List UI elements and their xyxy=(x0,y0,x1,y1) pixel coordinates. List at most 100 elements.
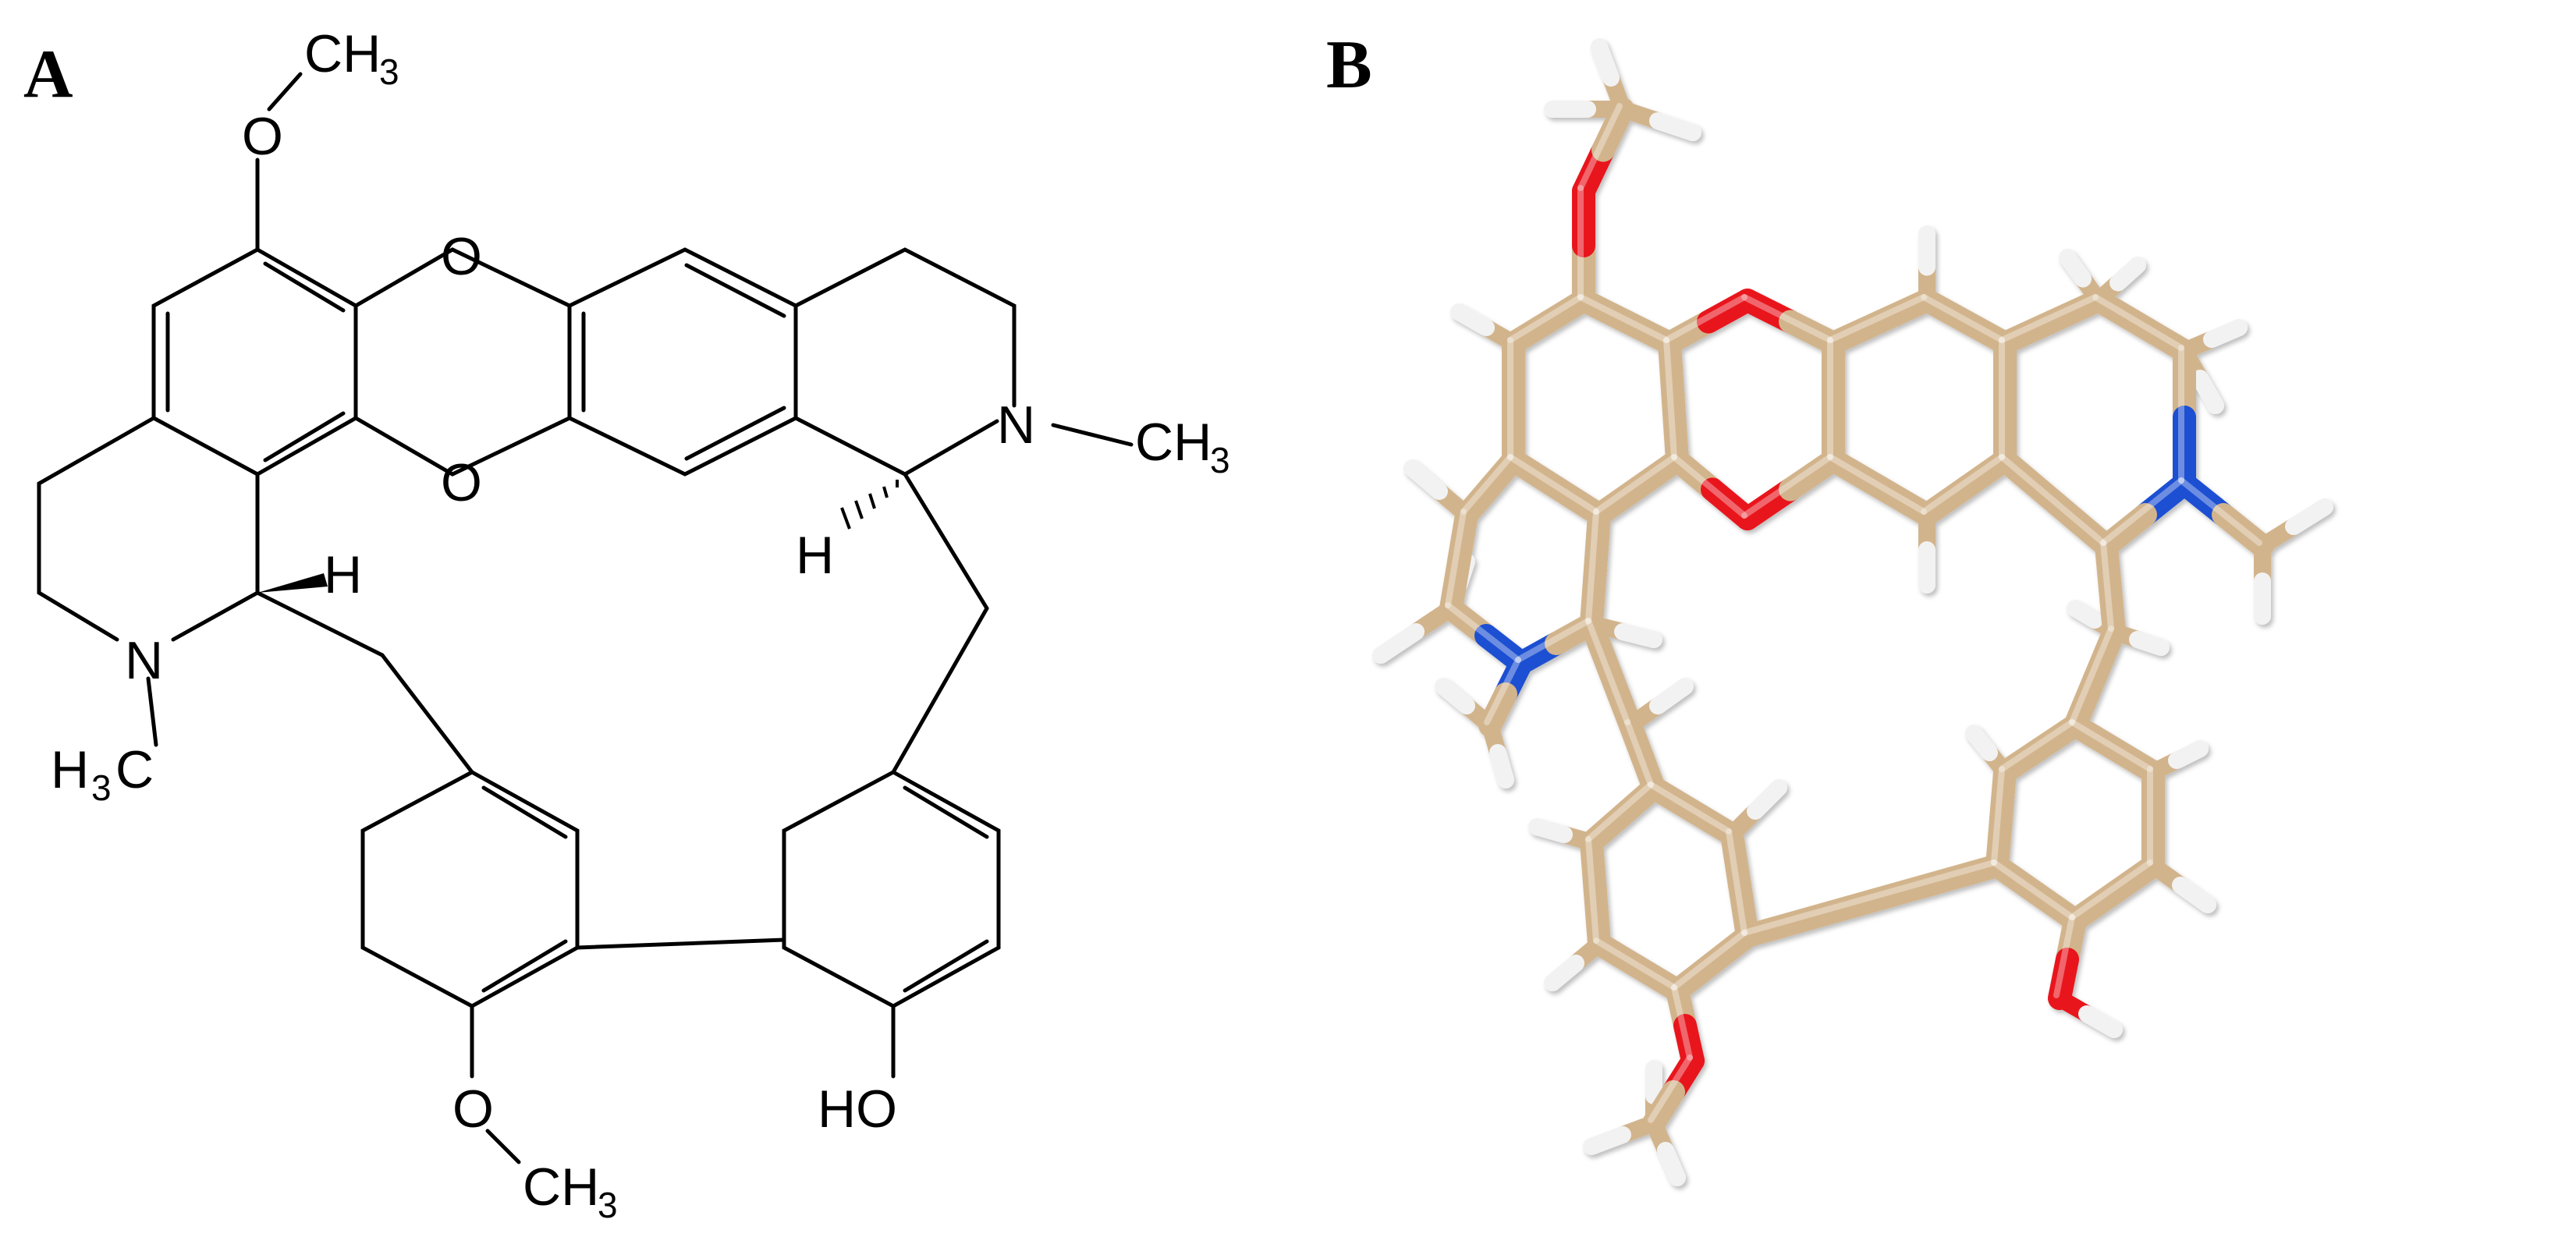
methyl-right-ch: CH xyxy=(1135,413,1212,472)
hydrogen-bond-stick xyxy=(1583,1126,1631,1155)
bond-highlight xyxy=(1648,781,1732,835)
bond-highlight xyxy=(1741,859,1997,936)
structural-formula-a: O CH 3 O O N CH 3 H H N H 3 C O CH 3 HO xyxy=(37,24,1230,1225)
bond-highlight xyxy=(1726,828,1747,936)
methoxy-top-sub: 3 xyxy=(379,51,399,92)
bond-highlight xyxy=(2100,540,2114,632)
bond-highlight xyxy=(1585,781,1654,842)
hydrogen-bond-stick xyxy=(1544,955,1584,991)
hydroxyl-label: HO xyxy=(818,1079,897,1139)
bond-highlight xyxy=(1921,294,2005,343)
hydrogen-bond-stick xyxy=(1450,303,1495,336)
methoxy-bottom-ch: CH xyxy=(523,1157,599,1217)
bond-highlight xyxy=(1648,1054,1693,1123)
hydrogen-bond-stick xyxy=(2172,877,2216,913)
hydrogen-bond-stick xyxy=(1747,779,1787,820)
bond-highlight xyxy=(2069,859,2153,920)
hydrogen-bond-stick xyxy=(1657,1142,1686,1186)
bond-highlight xyxy=(1999,454,2106,546)
bond-stick xyxy=(1736,889,1884,948)
stick-model-b xyxy=(1372,38,2333,1186)
ring-left-piperidine xyxy=(37,416,156,642)
methoxy-top-ch: CH xyxy=(304,24,381,83)
hydrogen-bond-stick xyxy=(1403,459,1448,500)
ring-oxygen-top: O xyxy=(441,227,482,286)
bond-highlight xyxy=(1921,454,2005,515)
bond-highlight xyxy=(1671,930,1747,991)
methyl-left-c: C xyxy=(115,740,154,799)
hydrogen-bond-stick xyxy=(1372,623,1425,664)
bond-highlight xyxy=(2178,477,2262,546)
bond-highlight xyxy=(1999,719,2075,772)
bond-highlight xyxy=(2092,294,2184,351)
hydrogen-bond-stick xyxy=(1489,744,1514,789)
bond-highlight xyxy=(1991,859,2075,920)
bond-highlight xyxy=(1593,937,1677,991)
bond-highlight xyxy=(1507,294,1584,343)
bond-highlight xyxy=(1991,766,2005,866)
methoxy-top-o: O xyxy=(242,107,283,166)
bond-highlight xyxy=(1663,294,1747,343)
bond-stick xyxy=(1642,1080,1685,1135)
bond-stick xyxy=(1591,97,1634,162)
hydrogen-bond-stick xyxy=(2191,370,2224,414)
bond-highlight xyxy=(1663,337,1677,460)
hydrogen-bond-stick xyxy=(1649,112,1701,141)
bond-stick xyxy=(1584,503,1611,581)
nitrogen-right: N xyxy=(997,395,1035,455)
ring-lower-right xyxy=(782,770,1001,1008)
bond-highlight xyxy=(2069,626,2114,725)
hydrogen-bond-stick xyxy=(2059,249,2092,288)
bond-highlight xyxy=(1577,103,1623,191)
bond-highlight xyxy=(1671,984,1693,1061)
bond-highlight xyxy=(1515,618,1591,663)
hydrogen-bond-stick xyxy=(2067,600,2103,629)
ring-lower-left xyxy=(360,770,580,1008)
hydrogen-bond-stick xyxy=(1965,725,1998,761)
bond-highlight xyxy=(1445,509,1467,608)
bond-stick xyxy=(1861,854,2009,913)
hydrogen-bond-stick xyxy=(2078,1005,2123,1038)
hydrogen-bond-stick xyxy=(1649,678,1694,714)
hydrogen-bond-stick xyxy=(2203,319,2248,348)
methyl-left-h: H xyxy=(51,740,89,799)
bond-highlight xyxy=(1577,294,1669,343)
bond-highlight xyxy=(1585,509,1599,624)
bond-highlight xyxy=(1484,657,1521,725)
ring-dioxin xyxy=(353,247,572,477)
bond-highlight xyxy=(2069,719,2153,772)
bond-highlight xyxy=(2053,914,2075,998)
nitrogen-left: N xyxy=(125,631,163,690)
bond-highlight xyxy=(1827,454,1927,515)
hydrogen-bond-stick xyxy=(1591,38,1620,87)
bond-highlight xyxy=(1741,454,1833,519)
bond-highlight xyxy=(1460,454,1513,515)
bond-highlight xyxy=(1624,719,1654,788)
ring-oxygen-bottom: O xyxy=(441,453,482,512)
ring-right-piperidine xyxy=(793,247,1017,408)
ring-right-benzene xyxy=(567,247,798,477)
bond-highlight xyxy=(1585,836,1599,944)
bond-stick xyxy=(2028,714,2087,760)
bond-highlight xyxy=(1827,294,1927,343)
hydrogen-left: H xyxy=(324,545,362,604)
methoxy-bottom-o: O xyxy=(452,1079,494,1139)
bond-highlight xyxy=(2100,477,2184,546)
panel-label-b: B xyxy=(1326,27,1372,103)
bond-highlight xyxy=(1671,454,1747,519)
hydrogen-bond-stick xyxy=(2129,631,2170,656)
bond-highlight xyxy=(1593,454,1677,515)
bond-highlight xyxy=(1741,294,1833,343)
bond-highlight xyxy=(1445,602,1521,663)
hydrogen-bond-stick xyxy=(2285,498,2333,535)
methyl-left-sub: 3 xyxy=(91,767,112,808)
methyl-right-sub: 3 xyxy=(1210,440,1230,480)
bond-highlight xyxy=(1507,454,1599,515)
panel-label-a: A xyxy=(23,37,73,112)
hydrogen-bond-stick xyxy=(1435,678,1475,714)
methoxy-bottom-sub: 3 xyxy=(598,1185,618,1225)
hydrogen-right: H xyxy=(796,526,834,585)
hydrogen-bond-stick xyxy=(1528,818,1573,843)
bond-stick xyxy=(1478,682,1517,737)
